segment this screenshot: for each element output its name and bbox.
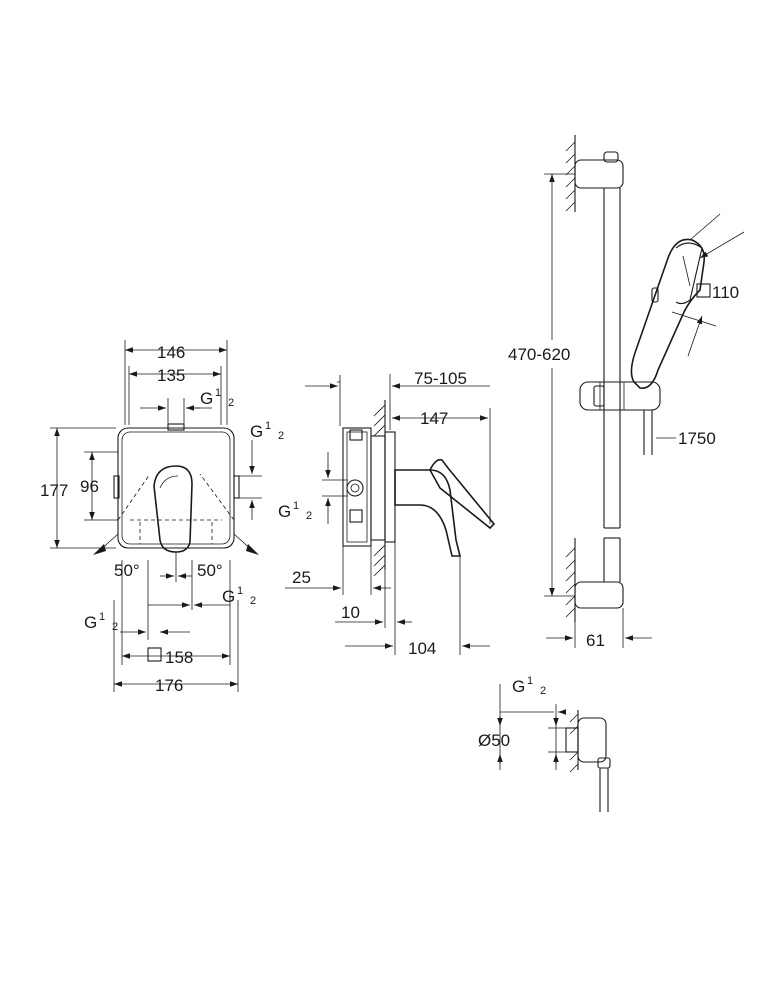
dim-g-lower-left-num: 1 — [99, 611, 105, 623]
dimension-labels: 146 135 G 1 2 G 1 2 177 96 50° 50° G 1 2… — [40, 283, 739, 750]
dim-g-top: G — [200, 389, 213, 408]
dim-g-right-den: 2 — [278, 430, 284, 442]
dim-135: 135 — [157, 366, 185, 385]
dim-g-side: G — [278, 502, 291, 521]
dim-75-105: 75-105 — [414, 369, 467, 388]
dim-g-elbow-den: 2 — [540, 685, 546, 697]
dim-1750: 1750 — [678, 429, 716, 448]
dim-g-lower-right: G — [222, 587, 235, 606]
dim-146: 146 — [157, 343, 185, 362]
dim-g-lower-right-num: 1 — [237, 585, 243, 597]
dim-470-620: 470-620 — [508, 345, 570, 364]
front-view — [50, 340, 262, 692]
dim-g-lower-left-den: 2 — [112, 621, 118, 633]
dim-147: 147 — [420, 409, 448, 428]
dim-dia-50: Ø50 — [478, 731, 510, 750]
dim-176: 176 — [155, 676, 183, 695]
dim-50-left: 50° — [114, 561, 140, 580]
wall-outlet-elbow-view — [497, 684, 611, 812]
dim-10: 10 — [341, 603, 360, 622]
dim-61: 61 — [586, 631, 605, 650]
dim-177: 177 — [40, 481, 68, 500]
dim-g-side-num: 1 — [293, 500, 299, 512]
dim-g-top-den: 2 — [228, 397, 234, 409]
dim-g-side-den: 2 — [306, 510, 312, 522]
dim-104: 104 — [408, 639, 436, 658]
side-view — [285, 374, 496, 655]
dim-g-top-num: 1 — [215, 387, 221, 399]
dim-50-right: 50° — [197, 561, 223, 580]
dim-g-right-num: 1 — [265, 420, 271, 432]
shower-rail-view — [544, 135, 745, 648]
dim-g-right: G — [250, 422, 263, 441]
dim-158: 158 — [165, 648, 193, 667]
dim-g-elbow: G — [512, 677, 525, 696]
dim-110: 110 — [712, 283, 739, 302]
dim-96: 96 — [80, 477, 99, 496]
dim-g-lower-right-den: 2 — [250, 595, 256, 607]
dim-g-elbow-num: 1 — [527, 675, 533, 687]
dim-25: 25 — [292, 568, 311, 587]
dim-g-lower-left: G — [84, 613, 97, 632]
